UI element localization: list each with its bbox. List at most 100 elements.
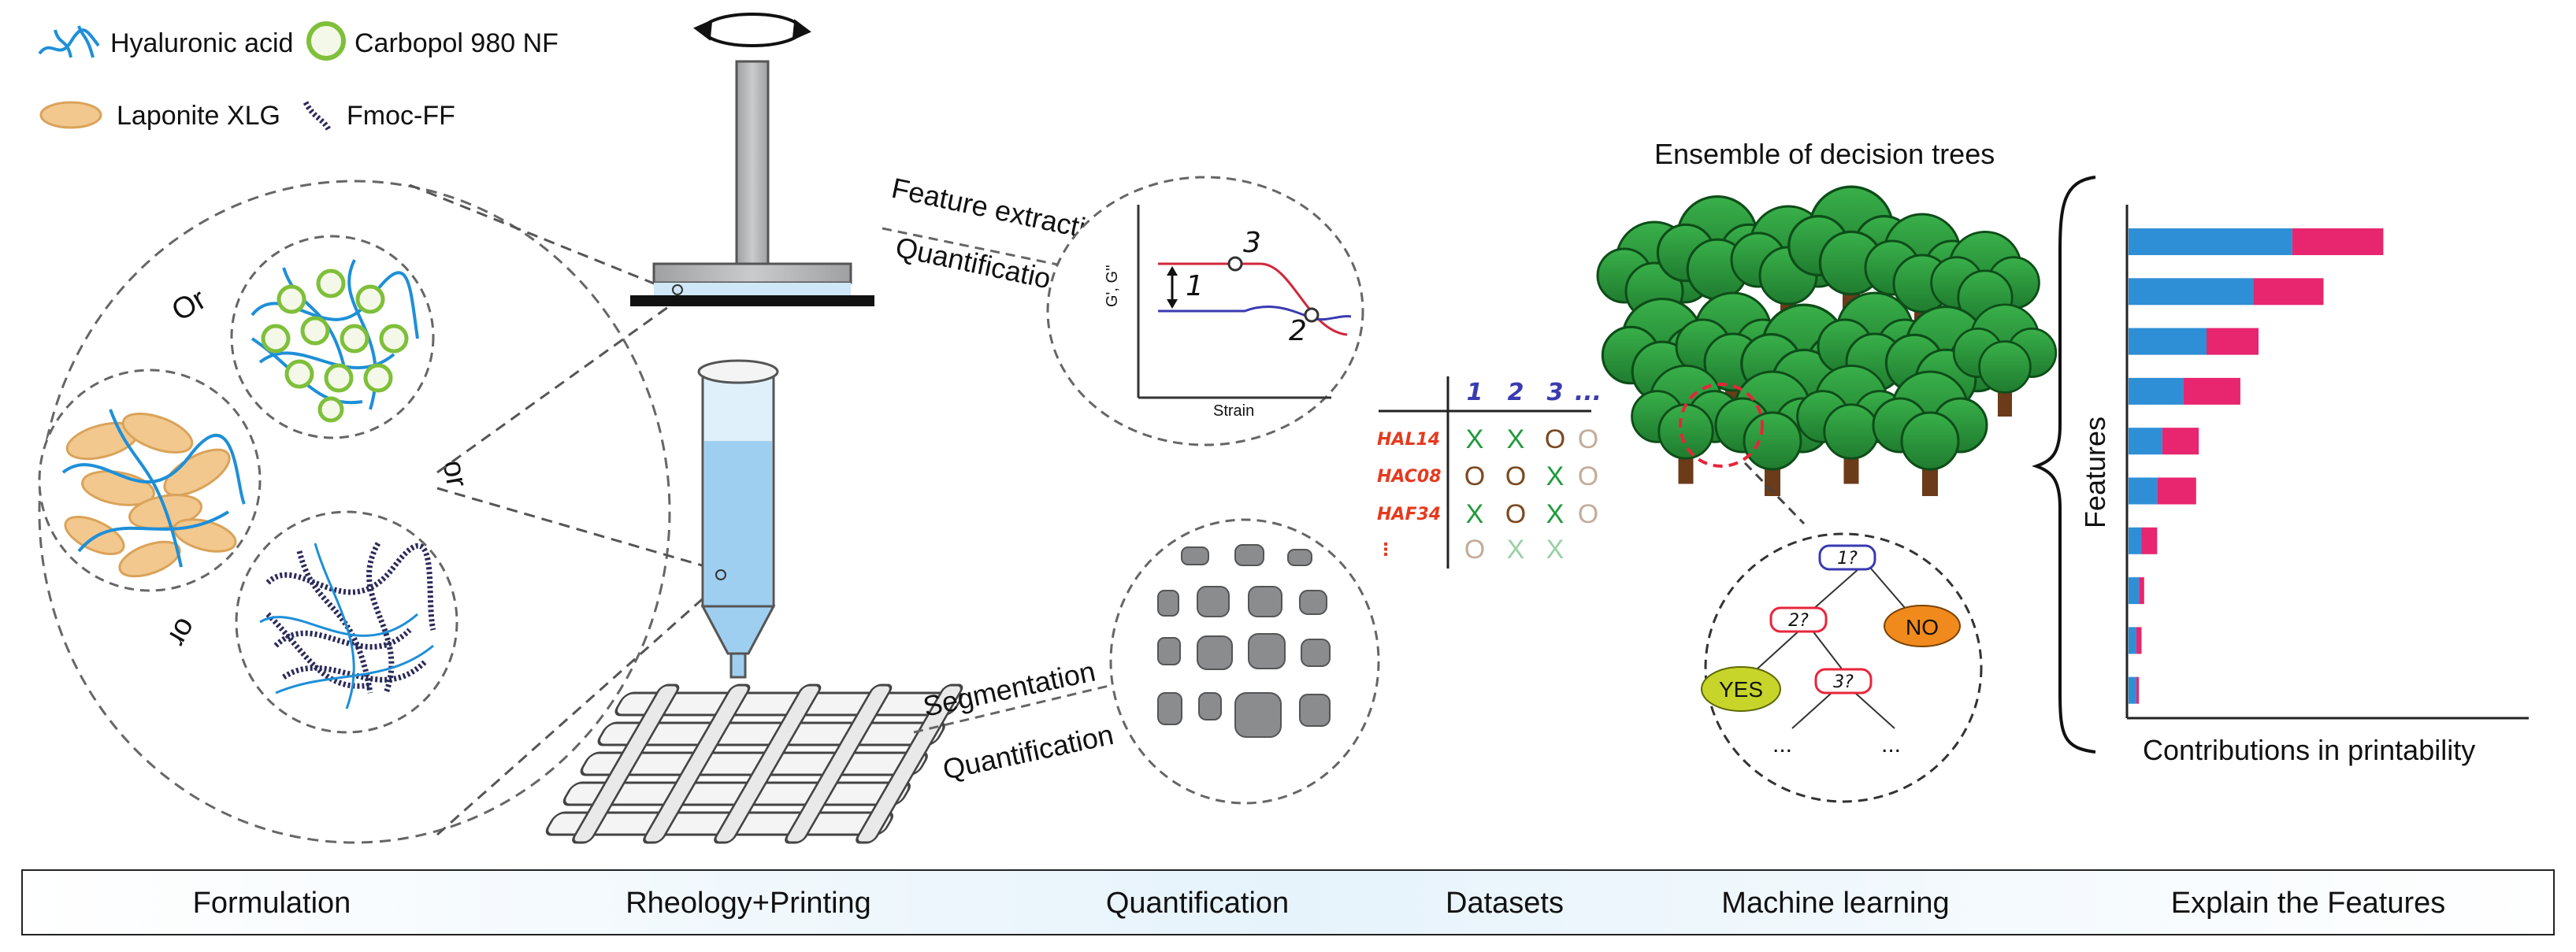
feature-bar-5-segment-2 xyxy=(2162,428,2199,455)
feature-bar-4-segment-1 xyxy=(2129,377,2184,405)
legend-label-fmoc: Fmoc-FF xyxy=(347,101,455,131)
dataset-column-4: ... xyxy=(1575,379,1602,406)
tree-node-root-label: 1? xyxy=(1837,549,1858,569)
cross-mark: X xyxy=(1507,424,1525,454)
quantification-label-bottom: Quantification xyxy=(940,718,1116,786)
quantification-label-top: Quantification xyxy=(893,231,1069,298)
or-label-right: or xyxy=(436,457,473,490)
pipeline-bar: Formulation Rheology+Printing Quantificati… xyxy=(21,869,2555,935)
tree-leaf-no: NO xyxy=(1884,605,1961,647)
feature-bar-1-segment-2 xyxy=(2292,228,2384,255)
tree-ellipsis-left: ... xyxy=(1772,732,1792,758)
decision-tree-circle: 1? 2? NO YES 3? ... ... xyxy=(1701,532,1983,803)
rheology-y-axis-label: G', G'' xyxy=(1104,265,1121,307)
legend: Hyaluronic acid Carbopol 980 NF Laponite… xyxy=(38,21,559,132)
laponite-network-circle xyxy=(38,369,262,592)
curly-brace xyxy=(2031,176,2096,754)
feature-bar-8-segment-1 xyxy=(2129,577,2140,605)
feature-bar-2-segment-2 xyxy=(2253,278,2324,306)
pipeline-step-2: Rheology+Printing xyxy=(625,887,871,920)
hyaluronic-acid-icon xyxy=(38,25,100,58)
cross-mark: X xyxy=(1466,424,1484,454)
rheology-marker-1: 1 xyxy=(1186,270,1204,302)
feature-bar-5-segment-1 xyxy=(2129,428,2162,455)
syringe xyxy=(697,359,779,679)
ensemble-title: Ensemble of decision trees xyxy=(1654,138,1995,170)
circle-mark: O xyxy=(1578,424,1598,454)
feature-bar-6-segment-2 xyxy=(2157,477,2196,505)
laponite-icon xyxy=(39,101,102,129)
feature-bar-8-segment-2 xyxy=(2139,577,2144,605)
carbopol-icon xyxy=(306,21,346,61)
feature-bar-7-segment-2 xyxy=(2141,527,2158,554)
legend-label-carbopol: Carbopol 980 NF xyxy=(354,28,559,58)
printed-scaffold xyxy=(545,683,963,844)
feature-bar-10-segment-1 xyxy=(2129,676,2136,704)
rheology-marker-3: 3 xyxy=(1243,227,1261,259)
dataset-row-label: HAL14 xyxy=(1377,430,1440,450)
tree-ellipsis-right: ... xyxy=(1881,732,1901,758)
tree-leaf-yes-label: YES xyxy=(1719,677,1763,702)
feature-bar-1-segment-1 xyxy=(2129,228,2292,255)
tree-node-2-label: 2? xyxy=(1788,611,1809,631)
rheology-marker-2: 2 xyxy=(1289,315,1307,347)
storage-modulus-curve xyxy=(1158,262,1348,336)
tree-node-3-label: 3? xyxy=(1833,672,1854,692)
feature-bar-3-segment-2 xyxy=(2207,328,2259,355)
pipeline-step-1: Formulation xyxy=(193,887,351,920)
pipeline-step-5: Machine learning xyxy=(1721,887,1949,920)
feature-bar-7-segment-1 xyxy=(2129,527,2142,554)
circle-mark: O xyxy=(1578,461,1598,491)
circle-mark: O xyxy=(1505,499,1526,529)
formulation-connectors xyxy=(409,183,722,836)
circle-mark: O xyxy=(1464,535,1485,565)
dataset-column-2: 2 xyxy=(1508,379,1524,406)
chart-ylabel: Features xyxy=(2079,417,2111,528)
dataset-row-label: HAF34 xyxy=(1377,505,1441,524)
circle-mark: O xyxy=(1578,499,1598,529)
fmoc-ff-network-circle xyxy=(235,510,458,734)
tree-forest xyxy=(1596,185,2058,498)
dataset-column-1: 1 xyxy=(1467,379,1483,406)
pipeline-step-6: Explain the Features xyxy=(2171,887,2446,920)
dataset-column-3: 3 xyxy=(1547,379,1564,406)
pipeline-step-4: Datasets xyxy=(1446,887,1564,920)
dataset-row-label: ⋮ xyxy=(1377,540,1394,560)
carbopol-network-circle xyxy=(230,235,435,439)
feature-bar-4-segment-2 xyxy=(2183,377,2240,405)
feature-bar-9-segment-2 xyxy=(2136,627,2142,654)
chart-xlabel: Contributions in printability xyxy=(2143,734,2475,766)
feature-bar-9-segment-1 xyxy=(2129,627,2136,654)
circle-mark: O xyxy=(1464,461,1485,491)
rotation-arrow-icon xyxy=(693,13,811,47)
formulation-section: Or or or xyxy=(38,180,671,844)
feature-bar-10-segment-2 xyxy=(2136,676,2140,704)
dataset-row-label: HAC08 xyxy=(1377,467,1442,487)
cross-mark: X xyxy=(1507,535,1525,565)
circle-mark: O xyxy=(1505,461,1526,491)
or-label-bottom: or xyxy=(161,613,202,653)
tree-leaf-no-label: NO xyxy=(1906,615,1939,639)
pipeline-step-3: Quantification xyxy=(1106,887,1289,920)
tree-node-2: 2? xyxy=(1769,606,1828,633)
feature-bar-2-segment-1 xyxy=(2129,278,2254,306)
or-label-top: Or xyxy=(166,283,212,328)
cross-mark: X xyxy=(1546,461,1565,491)
legend-label-hyaluronic: Hyaluronic acid xyxy=(110,28,293,58)
fmoc-ff-icon xyxy=(303,101,332,132)
cross-mark: X xyxy=(1546,499,1565,529)
tree-zoom xyxy=(1679,383,1806,525)
rheology-x-axis-label: Strain xyxy=(1213,402,1254,420)
tree-node-root: 1? xyxy=(1818,544,1876,571)
cross-mark: X xyxy=(1546,535,1565,565)
tree-node-3: 3? xyxy=(1814,668,1873,695)
tree-leaf-yes: YES xyxy=(1701,666,1781,712)
circle-mark: O xyxy=(1545,424,1565,454)
feature-bar-6-segment-1 xyxy=(2129,477,2158,505)
segmentation-label: Segmentation xyxy=(920,655,1098,723)
feature-importance-chart: Features Contributions in printability xyxy=(2079,205,2529,766)
rheology-plot: G', G'' Strain 1 2 3 xyxy=(1046,176,1364,446)
cross-mark: X xyxy=(1466,499,1484,529)
